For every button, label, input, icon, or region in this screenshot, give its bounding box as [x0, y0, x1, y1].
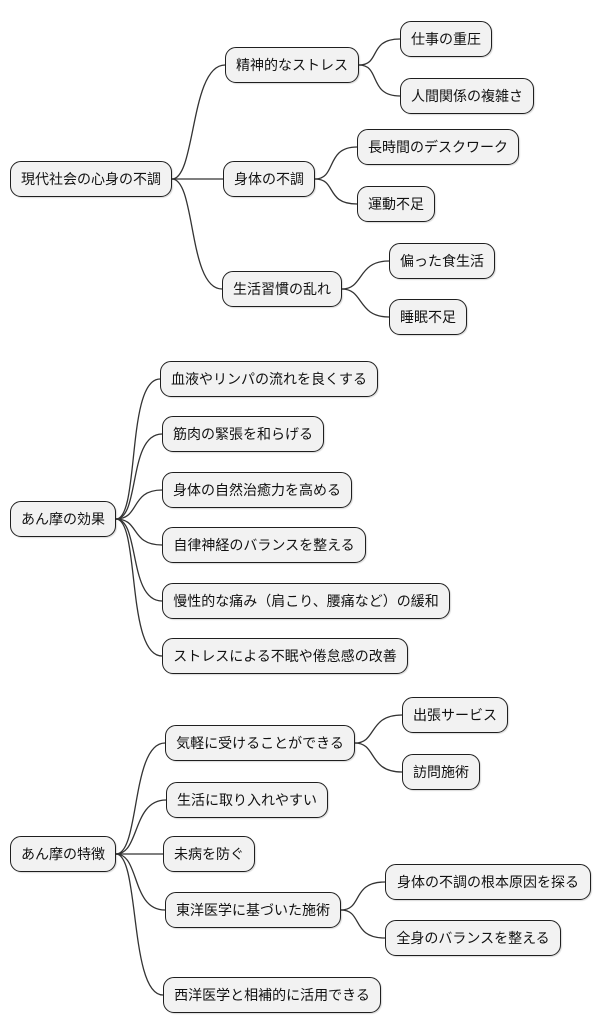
edge [171, 178, 223, 290]
node-branch-oriental-medicine-based: 東洋医学に基づいた施術 [165, 892, 341, 928]
node-branch-easy-to-receive: 気軽に受けることができる [165, 725, 355, 761]
edge [115, 518, 163, 602]
edge [115, 433, 163, 520]
node-branch-mental-stress: 精神的なストレス [225, 47, 359, 83]
edge [115, 799, 167, 855]
node-branch-prevent-pre-illness: 未病を防ぐ [163, 836, 255, 872]
node-root-anma-features: あん摩の特徴 [10, 836, 116, 872]
edge [115, 518, 163, 657]
edge [171, 64, 226, 180]
edge [340, 881, 386, 911]
node-leaf-unbalanced-diet: 偏った食生活 [389, 243, 495, 279]
node-branch-blood-lymph-flow: 血液やリンパの流れを良くする [160, 361, 378, 397]
edge [115, 742, 166, 855]
edge [354, 742, 403, 773]
edge [314, 178, 358, 205]
node-leaf-lack-of-exercise: 運動不足 [357, 186, 435, 222]
edge [354, 714, 403, 744]
edge [115, 853, 166, 911]
node-branch-complementary-western-medicine: 西洋医学と相補的に活用できる [163, 977, 381, 1013]
edge [115, 378, 161, 520]
node-branch-insomnia-fatigue-improvement: ストレスによる不眠や倦怠感の改善 [162, 638, 408, 674]
node-root-anma-effects: あん摩の効果 [10, 501, 116, 537]
node-leaf-root-cause-search: 身体の不調の根本原因を探る [385, 864, 591, 900]
node-branch-chronic-pain-relief: 慢性的な痛み（肩こり、腰痛など）の緩和 [162, 583, 450, 619]
node-branch-easy-to-adopt: 生活に取り入れやすい [166, 782, 328, 818]
node-leaf-long-deskwork: 長時間のデスクワーク [357, 129, 519, 165]
edge [314, 146, 358, 180]
node-leaf-work-pressure: 仕事の重圧 [400, 21, 492, 57]
node-branch-autonomic-balance: 自律神経のバランスを整える [162, 527, 366, 563]
edge [115, 489, 163, 520]
node-leaf-whole-body-balance: 全身のバランスを整える [385, 920, 561, 956]
edge [341, 288, 390, 318]
edge [115, 853, 164, 996]
node-leaf-lack-of-sleep: 睡眠不足 [389, 299, 467, 335]
edge [358, 38, 401, 66]
edge [358, 64, 401, 97]
edge [341, 260, 390, 290]
node-branch-natural-healing-power: 身体の自然治癒力を高める [162, 472, 352, 508]
node-branch-physical-ailments: 身体の不調 [223, 161, 315, 197]
edge [340, 909, 386, 939]
node-branch-muscle-tension-relief: 筋肉の緊張を和らげる [162, 416, 324, 452]
node-leaf-complex-relationships: 人間関係の複雑さ [400, 78, 534, 114]
node-leaf-home-visit-treatment: 訪問施術 [402, 754, 480, 790]
edge [115, 518, 163, 546]
node-root-modern-society-ailments: 現代社会の心身の不調 [10, 161, 172, 197]
node-leaf-visiting-service: 出張サービス [402, 697, 508, 733]
node-branch-lifestyle-disorder: 生活習慣の乱れ [222, 271, 342, 307]
